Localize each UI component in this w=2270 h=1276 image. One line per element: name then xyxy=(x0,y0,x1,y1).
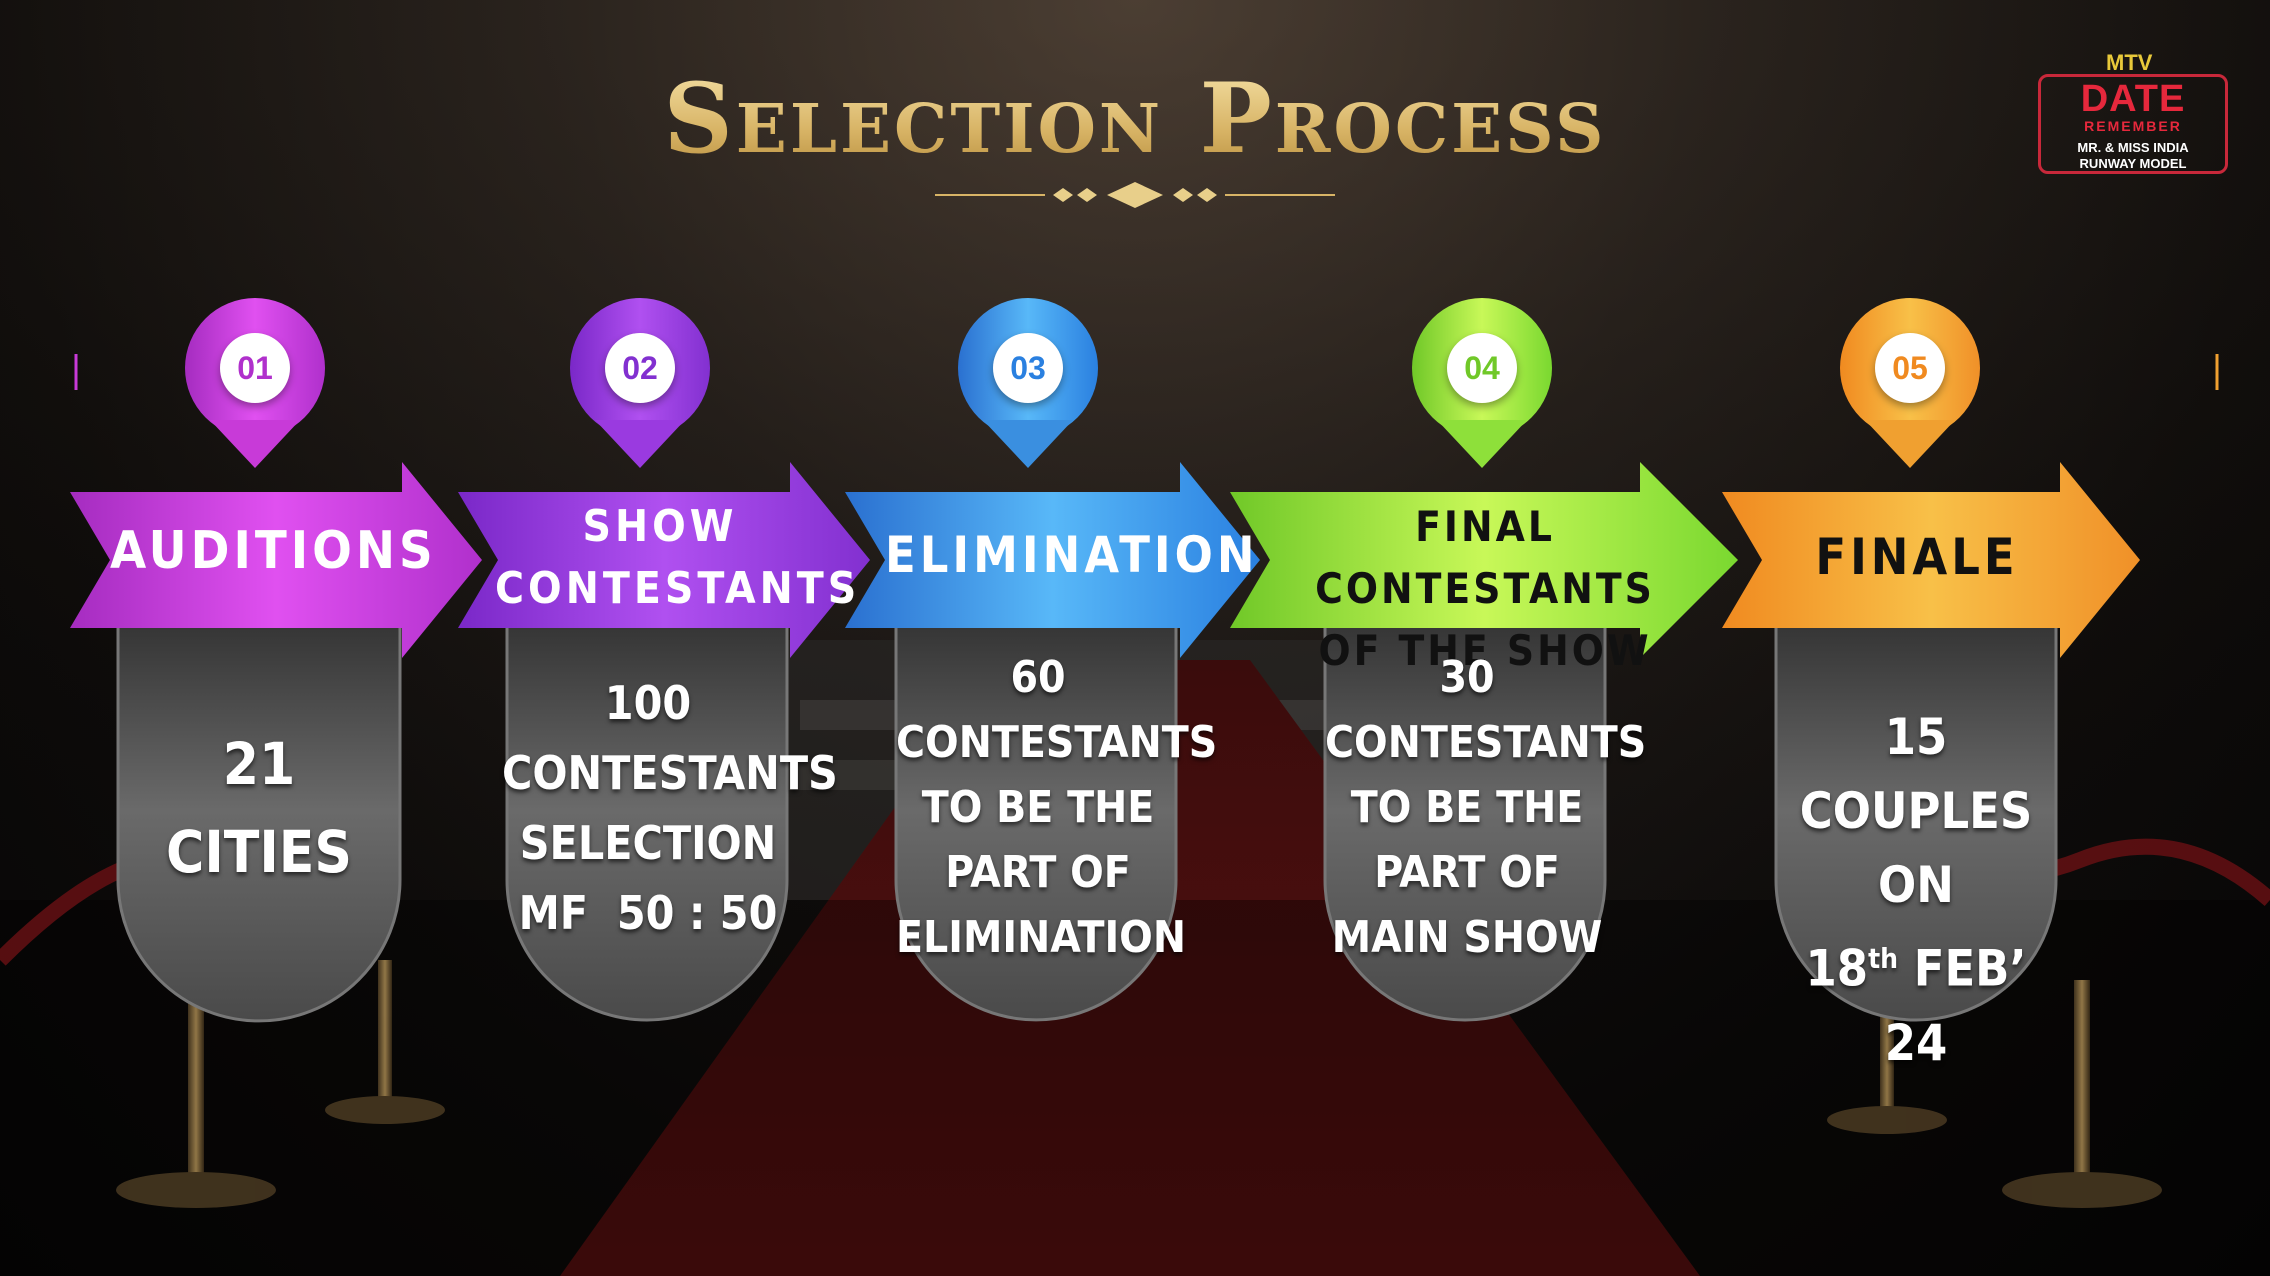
step-2-detail-line2: CONTESTANTS xyxy=(502,746,838,800)
logo-frame xyxy=(2038,74,2228,174)
step-pins xyxy=(185,298,1980,468)
card-shapes xyxy=(116,598,2058,1023)
step-4-detail-line3: TO BE THE xyxy=(1350,782,1584,833)
page-title: Selection Process xyxy=(0,62,2270,175)
step-2-detail-line3: SELECTION xyxy=(519,816,777,870)
step-3-detail-line1: 60 xyxy=(1010,652,1066,703)
step-5-detail-line3: 18th FEB’ 24 xyxy=(1770,922,2062,1080)
step-2-detail-line4: MF 50 : 50 xyxy=(518,886,778,940)
step-1-number-badge: 01 xyxy=(220,333,290,403)
finale-date-day: 18 xyxy=(1805,939,1869,998)
step-2-label-line1: SHOW xyxy=(582,501,738,552)
step-3-detail: 60 CONTESTANTS TO BE THE PART OF ELIMINA… xyxy=(896,645,1218,970)
step-4-detail-line4: PART OF xyxy=(1374,847,1560,898)
step-5-detail-line1: 15 COUPLES xyxy=(1799,708,2033,840)
step-3-number-badge: 03 xyxy=(993,333,1063,403)
step-5-detail-line2: ON xyxy=(1878,856,1954,914)
step-5-number-badge: 05 xyxy=(1875,333,1945,403)
finale-date-suffix: th xyxy=(1868,942,1899,975)
step-3-detail-line2: CONTESTANTS xyxy=(896,717,1218,768)
step-2-label-line2: CONTESTANTS xyxy=(495,563,861,614)
step-4-detail-line5: MAIN SHOW xyxy=(1331,912,1603,963)
step-1-detail: 21 CITIES xyxy=(118,720,400,896)
step-4-detail-line1: 30 xyxy=(1439,652,1495,703)
step-2-detail: 100 CONTESTANTS SELECTION MF 50 : 50 xyxy=(502,668,838,948)
step-4-number-badge: 04 xyxy=(1447,333,1517,403)
step-3-detail-line5: ELIMINATION xyxy=(896,912,1186,963)
logo-line2: RUNWAY MODEL xyxy=(2079,156,2187,171)
logo-name: DATE xyxy=(2080,78,2186,120)
step-2-number-badge: 02 xyxy=(605,333,675,403)
title-ornament xyxy=(935,182,1335,208)
finale-date-month: FEB’ 24 xyxy=(1884,939,2027,1072)
step-4-detail: 30 CONTESTANTS TO BE THE PART OF MAIN SH… xyxy=(1325,645,1647,970)
show-logo: MTV DATE REMEMBER MR. & MISS INDIA RUNWA… xyxy=(2038,48,2238,178)
step-3-label: ELIMINATION xyxy=(885,526,1259,584)
step-4-label-line2: OF THE SHOW xyxy=(1318,626,1652,675)
step-2-detail-line1: 100 xyxy=(604,676,692,730)
step-1-detail-line2: CITIES xyxy=(166,818,352,886)
step-2-label: SHOW CONTESTANTS xyxy=(495,496,861,620)
mtv-logo: MTV xyxy=(2106,50,2153,75)
step-3-detail-line4: PART OF xyxy=(945,847,1131,898)
step-4-label-line1: FINAL CONTESTANTS xyxy=(1315,502,1655,613)
step-5-detail: 15 COUPLES ON 18th FEB’ 24 xyxy=(1770,700,2062,1080)
step-arrows xyxy=(70,462,2140,658)
logo-tagline: REMEMBER xyxy=(2084,118,2182,134)
step-4-label: FINAL CONTESTANTS OF THE SHOW xyxy=(1270,496,1700,682)
step-1-label: AUDITIONS xyxy=(110,521,437,581)
step-3-detail-line3: TO BE THE xyxy=(921,782,1155,833)
step-1-detail-line1: 21 xyxy=(222,730,296,798)
step-5-label: FINALE xyxy=(1815,528,2019,586)
logo-line1: MR. & MISS INDIA xyxy=(2077,140,2189,155)
step-4-detail-line2: CONTESTANTS xyxy=(1325,717,1647,768)
